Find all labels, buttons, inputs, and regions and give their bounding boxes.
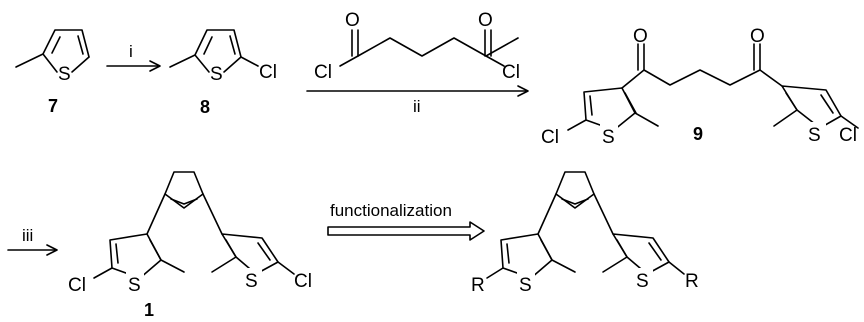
compound-label-9: 9 [693,124,703,144]
reagent-ii-label: ii [413,97,421,116]
reagent-i-label: i [129,42,133,61]
compound-label-8: 8 [200,97,210,117]
arrow-step-ii: ii [306,85,529,116]
reagent-glutaryl-chloride: O O Cl Cl [314,10,520,83]
chlorine-atom: Cl [314,62,332,83]
compound-1: S Cl S Cl 1 [68,171,312,320]
oxygen-atom: O [478,10,493,31]
arrow-step-iii: iii [7,226,58,256]
sulfur-atom: S [636,271,649,292]
arrow-step-i: i [106,42,161,72]
chlorine-atom: Cl [68,275,86,296]
sulfur-atom: S [808,125,821,146]
chlorine-atom: Cl [839,125,857,146]
sulfur-atom: S [128,275,141,296]
sulfur-atom: S [602,127,615,148]
oxygen-atom: O [633,26,648,47]
compound-label-7: 7 [48,96,58,116]
sulfur-atom: S [58,64,71,85]
chlorine-atom: Cl [259,62,277,83]
compound-functionalized: S R S R [471,171,699,296]
compound-8: S Cl 8 [169,29,277,117]
compound-7: S 7 [15,29,90,116]
functionalization-label: functionalization [330,201,452,220]
chlorine-atom: Cl [502,62,520,83]
sulfur-atom: S [519,275,532,296]
reagent-iii-label: iii [22,226,33,245]
sulfur-atom: S [210,64,223,85]
arrow-functionalization: functionalization [327,201,485,241]
sulfur-atom: S [245,271,258,292]
r-group-atom: R [685,271,699,292]
compound-label-1: 1 [144,300,154,320]
compound-9: S Cl O O S Cl 9 [541,26,859,148]
oxygen-atom: O [750,26,765,47]
chlorine-atom: Cl [541,127,559,148]
oxygen-atom: O [345,10,360,31]
chlorine-atom: Cl [294,271,312,292]
r-group-atom: R [471,275,485,296]
